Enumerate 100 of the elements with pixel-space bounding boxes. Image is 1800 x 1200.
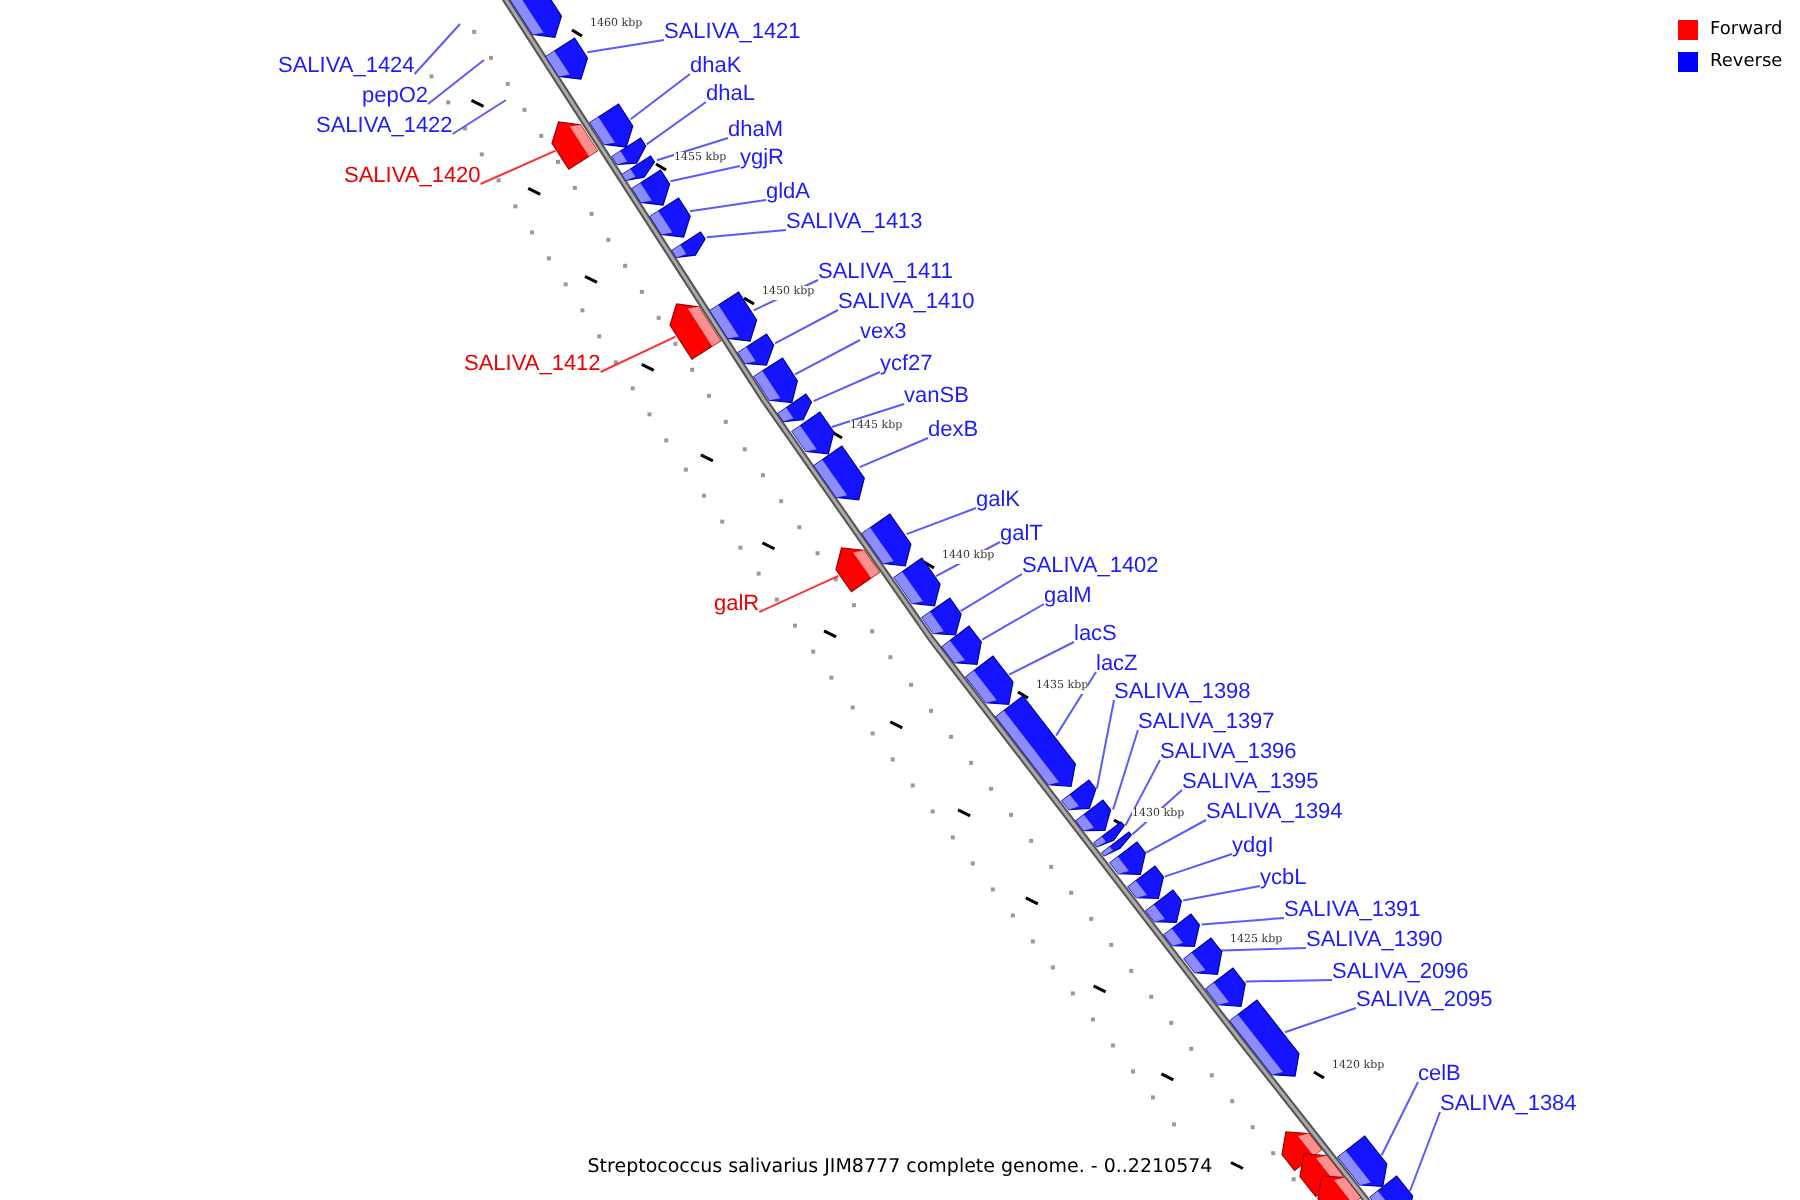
gene-block xyxy=(965,656,1013,706)
legend-label: Reverse xyxy=(1710,52,1783,74)
gene-block xyxy=(552,121,599,169)
gene-label: SALIVA_1413 xyxy=(786,210,923,236)
leader-line xyxy=(774,309,839,345)
leader-line xyxy=(1163,853,1233,878)
leader-line xyxy=(451,99,507,135)
gene-block xyxy=(671,231,705,257)
gene-block xyxy=(996,696,1077,788)
leader-line xyxy=(1008,641,1075,676)
leader-line xyxy=(794,339,861,376)
leader-line xyxy=(981,603,1045,641)
gene-label: SALIVA_1402 xyxy=(1022,554,1159,580)
leader-line xyxy=(645,101,707,146)
gene-label: gldA xyxy=(766,180,811,206)
gene-label: pepO2 xyxy=(362,84,429,110)
gene-label: SALIVA_1422 xyxy=(316,114,453,140)
leader-line xyxy=(905,507,977,536)
gene-label: dhaM xyxy=(728,118,784,144)
leader-line xyxy=(656,137,729,162)
gene-label: galK xyxy=(976,488,1021,514)
gene-label: vex3 xyxy=(860,320,907,346)
leader-line xyxy=(427,59,485,105)
gene-block xyxy=(1183,938,1221,976)
leader-line xyxy=(1220,947,1307,952)
gene-block xyxy=(737,333,774,365)
gene-block xyxy=(791,412,833,454)
gene-block xyxy=(1127,866,1164,900)
gene-block xyxy=(921,598,961,636)
leader-line xyxy=(1244,979,1333,983)
leader-line xyxy=(1182,885,1261,902)
leader-line xyxy=(1380,1081,1419,1157)
gene-block xyxy=(710,291,758,341)
leader-line xyxy=(1124,759,1161,827)
leader-line xyxy=(705,229,787,239)
gene-block xyxy=(589,103,633,147)
leader-line xyxy=(1095,699,1115,790)
gene-label: vanSB xyxy=(904,384,969,410)
leader-line xyxy=(758,574,840,613)
gene-label: ygjR xyxy=(740,146,785,172)
gene-label: SALIVA_1421 xyxy=(664,20,801,46)
gene-block xyxy=(649,197,691,237)
gene-block xyxy=(670,303,721,359)
gene-block xyxy=(1164,914,1201,948)
leader-line xyxy=(812,371,881,403)
gene-label: galM xyxy=(1044,584,1092,610)
gene-block xyxy=(1109,842,1145,876)
gene-label: ycbL xyxy=(1260,866,1307,892)
gene-label: SALIVA_1396 xyxy=(1160,740,1297,766)
leader-line xyxy=(1200,917,1285,926)
gene-label: SALIVA_1398 xyxy=(1114,680,1251,706)
leader-line xyxy=(830,403,905,429)
leader-line xyxy=(688,199,767,213)
leader-line xyxy=(1283,1007,1357,1034)
leader-line xyxy=(1112,729,1139,811)
leader-line xyxy=(669,165,741,183)
gene-label: SALIVA_1397 xyxy=(1138,710,1275,736)
legend-label: Forward xyxy=(1710,20,1783,42)
gene-block xyxy=(1061,780,1096,811)
gene-label: dhaL xyxy=(706,82,755,108)
leader-line xyxy=(629,73,691,121)
gene-block xyxy=(1230,1000,1300,1077)
gene-label: ycf27 xyxy=(880,352,933,378)
gene-block xyxy=(631,169,670,205)
gene-label: SALIVA_1384 xyxy=(1440,1092,1577,1118)
gene-label: dexB xyxy=(928,418,979,444)
gene-label: ydgI xyxy=(1232,834,1274,860)
gene-label: dhaK xyxy=(690,54,742,80)
leader-line xyxy=(586,39,665,54)
leader-line xyxy=(1409,1111,1441,1192)
gene-label: SALIVA_1395 xyxy=(1182,770,1319,796)
leader-line xyxy=(479,149,557,185)
leader-line xyxy=(1055,671,1097,737)
gene-label: SALIVA_1411 xyxy=(818,260,953,286)
gene-block xyxy=(942,626,983,666)
gene-block xyxy=(814,446,866,500)
gene-label: SALIVA_1390 xyxy=(1306,928,1443,954)
gene-block xyxy=(753,357,797,402)
gene-label: SALIVA_1420 xyxy=(344,164,481,190)
gene-label: galT xyxy=(1000,522,1043,548)
leader-line xyxy=(1145,819,1207,854)
gene-label: SALIVA_1391 xyxy=(1284,898,1421,924)
gene-label: celB xyxy=(1418,1062,1461,1088)
leader-line xyxy=(858,437,929,469)
gene-label: SALIVA_1410 xyxy=(838,290,975,316)
gene-label: SALIVA_2095 xyxy=(1356,988,1493,1014)
gene-block xyxy=(862,514,912,566)
gene-block xyxy=(1146,890,1182,924)
gene-label: lacS xyxy=(1074,622,1117,648)
caption: Streptococcus salivarius JIM8777 complete genome. - 0..2210574 xyxy=(587,1156,1213,1180)
gene-label: galR xyxy=(714,592,760,618)
leader-line xyxy=(413,23,461,75)
gene-block xyxy=(778,394,812,422)
gene-block xyxy=(893,558,940,606)
leader-line xyxy=(599,335,677,373)
gene-label: SALIVA_1412 xyxy=(464,352,601,378)
gene-block xyxy=(1076,800,1112,832)
gene-label: SALIVA_2096 xyxy=(1332,960,1469,986)
gene-block xyxy=(1206,968,1246,1008)
gene-block xyxy=(611,137,645,164)
